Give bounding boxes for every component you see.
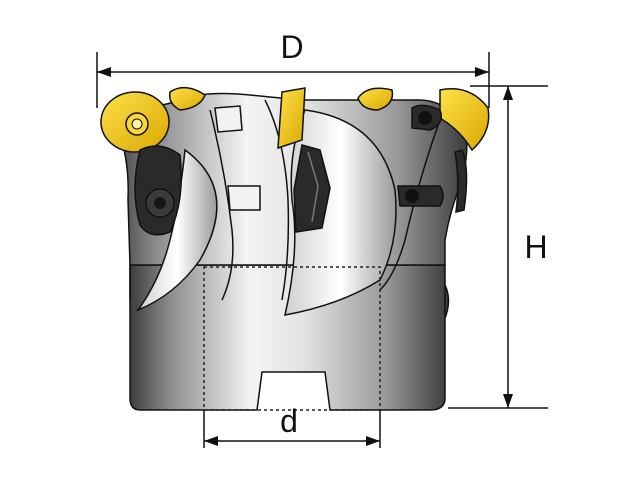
bore-label: d bbox=[280, 403, 298, 439]
insert-center bbox=[277, 87, 306, 150]
clamp-center bbox=[293, 144, 331, 233]
clamp-far-right bbox=[454, 149, 468, 213]
set-screws bbox=[214, 105, 261, 211]
inserts bbox=[100, 86, 490, 153]
dimension-height: H bbox=[448, 85, 548, 409]
screw-lower bbox=[227, 185, 261, 211]
insert-right bbox=[439, 88, 490, 152]
screw-upper bbox=[214, 105, 243, 133]
clamp-right-mid bbox=[397, 185, 444, 207]
dimension-bore: d bbox=[203, 403, 381, 448]
body-lower bbox=[129, 264, 450, 411]
dimension-diameter: D bbox=[96, 29, 490, 108]
clamps bbox=[134, 104, 468, 236]
insert-top-right bbox=[357, 87, 394, 111]
height-label: H bbox=[524, 229, 547, 265]
bore-hidden-outline bbox=[203, 266, 381, 411]
insert-top-left bbox=[168, 86, 206, 111]
diameter-label: D bbox=[280, 29, 303, 65]
